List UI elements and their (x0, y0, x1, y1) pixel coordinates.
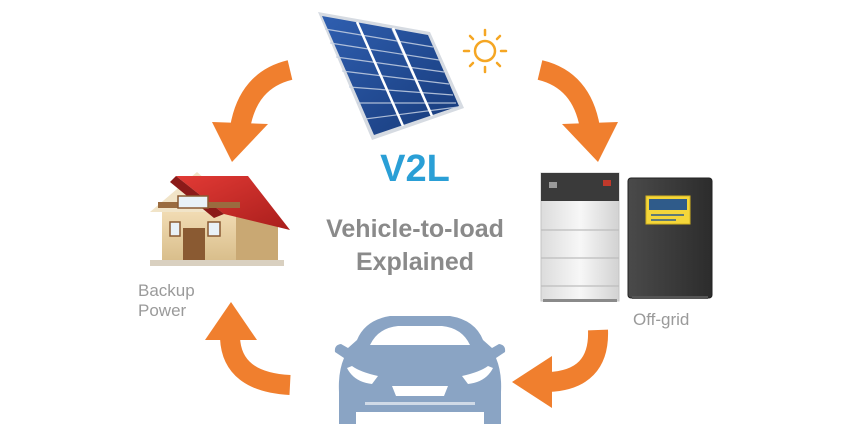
off-grid-label: Off-grid (633, 310, 690, 329)
backup-label-line-2: Power (138, 301, 187, 320)
subtitle-line-1: Vehicle-to-load (326, 215, 504, 243)
arrow-storage-to-car (512, 329, 609, 408)
inverter-icon (627, 177, 713, 299)
diagram-title: V2L (380, 148, 450, 190)
electric-car-icon (334, 316, 506, 424)
house-icon (150, 172, 290, 266)
battery-storage-icon (540, 172, 620, 302)
solar-panel-icon (318, 12, 464, 140)
subtitle-line-2: Explained (355, 248, 475, 276)
arrow-solar-to-house (212, 60, 293, 162)
backup-label-line-1: Backup (138, 281, 195, 300)
arrow-solar-to-storage (537, 60, 618, 162)
backup-power-label: Backup Power (138, 281, 228, 321)
sun-icon (462, 28, 508, 74)
arrow-car-to-house (205, 302, 291, 395)
diagram-subtitle: Vehicle-to-load Explained (290, 213, 540, 279)
